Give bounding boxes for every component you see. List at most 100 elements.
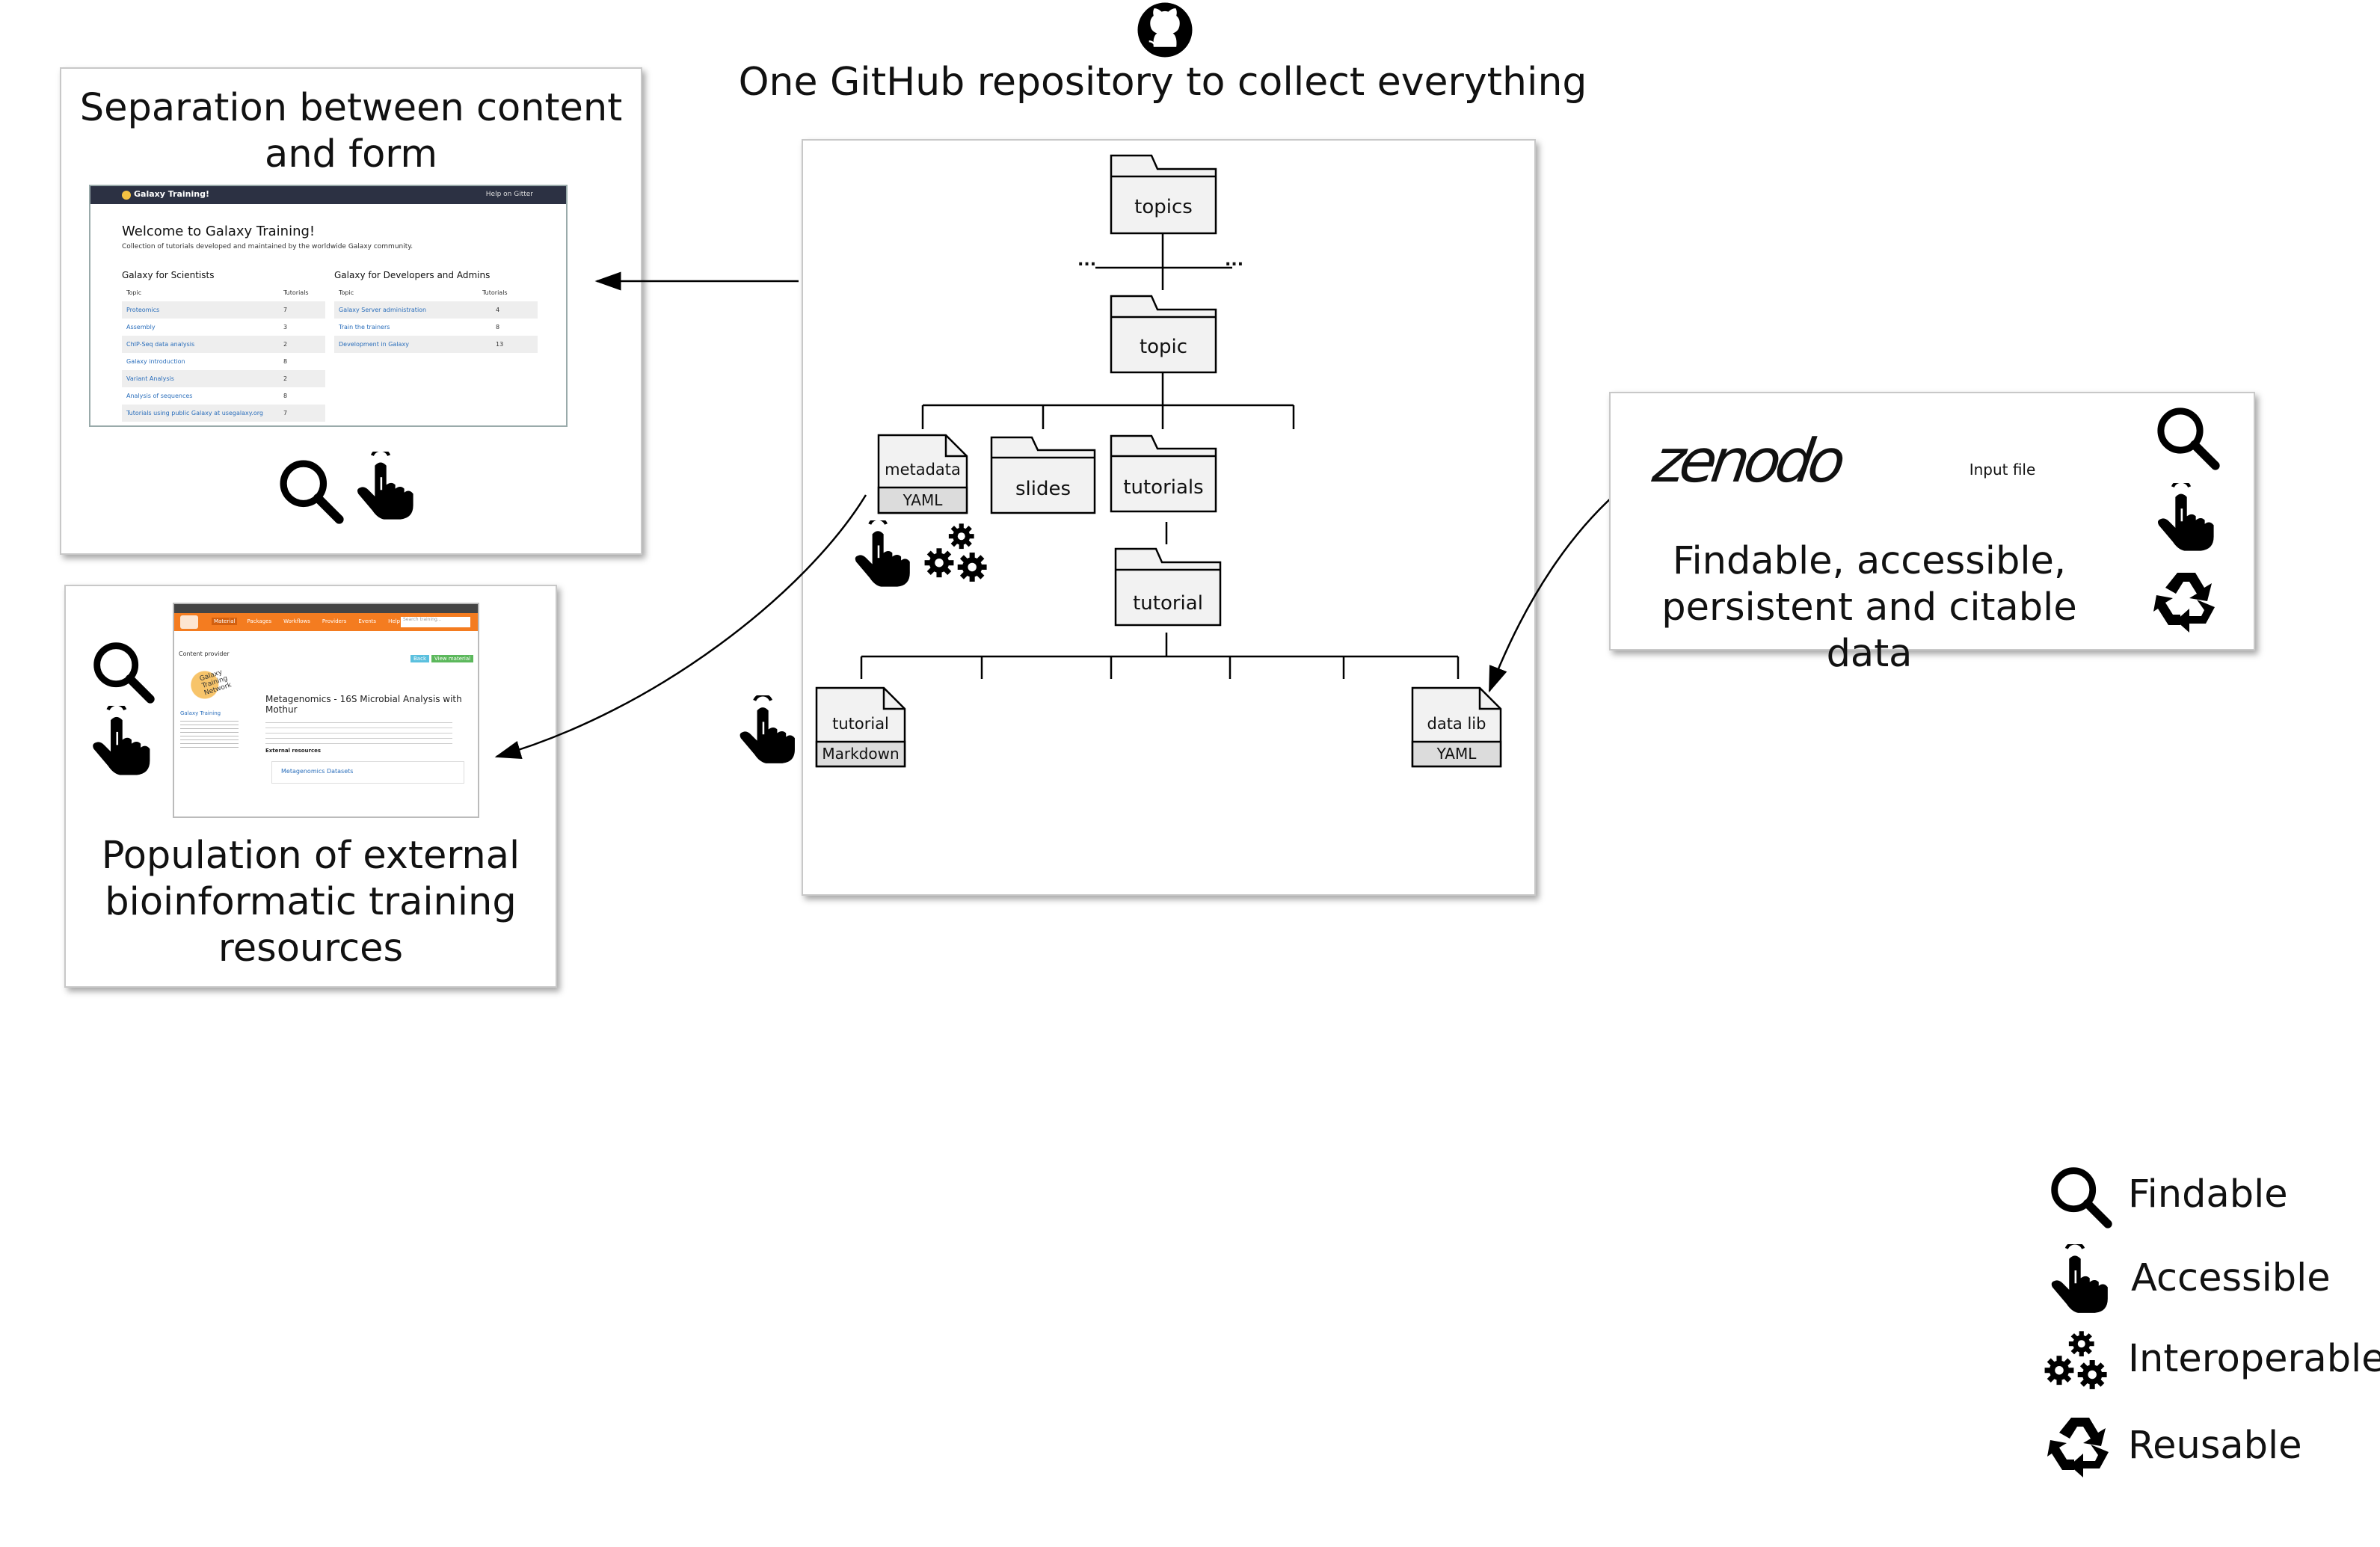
dataset-box: Metagenomics Datasets xyxy=(271,761,464,784)
tess-tab[interactable]: Help xyxy=(388,618,401,624)
arrow-metadata-to-tess xyxy=(494,494,867,760)
magnifier-icon xyxy=(2047,1163,2113,1229)
tutorial-count: 8 xyxy=(283,358,288,365)
view-material-button[interactable]: View material xyxy=(431,655,474,662)
topics-label[interactable]: topics xyxy=(1134,196,1193,218)
topic-link[interactable]: Tutorials using public Galaxy at usegala… xyxy=(126,410,263,416)
galaxy-header: Galaxy Training! Help on Gitter xyxy=(90,186,566,204)
back-button[interactable]: Back xyxy=(410,655,429,662)
pointing-hand-icon xyxy=(2047,1244,2112,1316)
topic-link[interactable]: Galaxy introduction xyxy=(126,358,185,365)
ellipsis-left: ... xyxy=(1077,251,1097,270)
welcome-heading: Welcome to Galaxy Training! xyxy=(122,224,316,239)
zenodo-panel xyxy=(1609,392,2255,651)
topic-link[interactable]: Train the trainers xyxy=(339,324,390,330)
provider-description xyxy=(180,718,239,748)
tess-tab[interactable]: Providers xyxy=(322,618,347,624)
legend-reusable: Reusable xyxy=(2128,1424,2302,1468)
tutorial-count: 7 xyxy=(283,307,288,313)
topic-link[interactable]: Galaxy Server administration xyxy=(339,307,427,313)
zenodo-logo[interactable]: zenodo xyxy=(1649,426,1845,496)
pointing-hand-icon xyxy=(736,695,799,767)
gitter-help-link[interactable]: Help on Gitter xyxy=(485,191,533,198)
legend-accessible: Accessible xyxy=(2131,1256,2331,1300)
tess-logo-icon[interactable] xyxy=(180,615,198,629)
tess-tab[interactable]: Packages xyxy=(247,618,272,624)
tess-tab[interactable]: Workflows xyxy=(283,618,310,624)
table-row: Proteomics 7 xyxy=(122,301,325,319)
tutorial-doc-label[interactable]: tutorial xyxy=(832,715,889,733)
gears-icon xyxy=(2041,1329,2113,1401)
magnifier-icon xyxy=(2153,404,2221,471)
tutorial-count: 4 xyxy=(496,307,500,313)
table-row: Variant Analysis 2 xyxy=(122,370,325,387)
tutorial-count: 8 xyxy=(496,324,500,330)
resource-details xyxy=(265,718,452,745)
metadata-ext-label: YAML xyxy=(903,491,943,509)
legend-interoperable: Interoperable xyxy=(2128,1337,2380,1381)
external-resources-label: External resources xyxy=(265,748,322,754)
pointing-hand-icon xyxy=(2153,483,2218,553)
galaxy-training-network-badge: Galaxy Training Network xyxy=(182,662,247,707)
slides-label[interactable]: slides xyxy=(1015,478,1071,500)
galaxy-brand[interactable]: Galaxy Training! xyxy=(134,189,209,199)
content-provider-label: Content provider xyxy=(179,651,230,657)
metadata-label[interactable]: metadata xyxy=(885,461,961,479)
topic-link[interactable]: Assembly xyxy=(126,324,156,330)
topics-folder-icon xyxy=(1110,154,1217,235)
tutorial-count: 7 xyxy=(283,410,288,416)
gears-icon xyxy=(920,522,994,594)
topic-link[interactable]: Proteomics xyxy=(126,307,160,313)
tutorial-count: 2 xyxy=(283,341,288,348)
tess-tab[interactable]: Material xyxy=(212,618,238,625)
table-row: ChIP-Seq data analysis 2 xyxy=(122,336,325,353)
datalib-ext-label: YAML xyxy=(1436,745,1477,763)
table-row: Train the trainers 8 xyxy=(334,319,538,336)
col1-topic-header: Topic xyxy=(126,289,142,296)
topic-link[interactable]: Development in Galaxy xyxy=(339,341,409,348)
tutorial-folder-icon xyxy=(1114,547,1222,627)
tess-tab[interactable]: Events xyxy=(358,618,377,624)
tess-navbar: Material Packages Workflows Providers Events… xyxy=(174,613,478,631)
table-row: Galaxy introduction 8 xyxy=(122,353,325,370)
scientists-heading: Galaxy for Scientists xyxy=(122,270,215,280)
topic-link[interactable]: Analysis of sequences xyxy=(126,393,193,399)
separation-title: Separation between content and form xyxy=(79,86,623,176)
dataset-link[interactable]: Metagenomics Datasets xyxy=(281,768,354,775)
topic-link[interactable]: Variant Analysis xyxy=(126,375,174,382)
legend-findable: Findable xyxy=(2128,1172,2288,1217)
zenodo-caption: Findable, accessible, persistent and cit… xyxy=(1661,539,2077,676)
provider-name-link[interactable]: Galaxy Training xyxy=(180,710,221,716)
pointing-hand-icon xyxy=(851,520,914,589)
col1-tutorials-header: Tutorials xyxy=(283,289,309,296)
tutorials-label[interactable]: tutorials xyxy=(1123,476,1204,499)
galaxy-logo-icon xyxy=(122,191,131,200)
resource-title: Metagenomics - 16S Microbial Analysis wi… xyxy=(265,694,462,715)
repository-panel xyxy=(802,139,1536,896)
input-file-label[interactable]: Input file xyxy=(1969,461,2036,479)
population-panel: Material Packages Workflows Providers Events… xyxy=(64,585,557,988)
topic-label[interactable]: topic xyxy=(1139,336,1188,358)
tutorial-folder-label[interactable]: tutorial xyxy=(1133,592,1203,615)
tess-topbar xyxy=(174,604,478,613)
tess-screenshot: Material Packages Workflows Providers Events… xyxy=(173,603,479,818)
recycle-icon xyxy=(2147,565,2225,640)
separation-panel: Separation between content and form Gala… xyxy=(60,67,642,555)
topic-folder-icon xyxy=(1110,295,1217,374)
tutorial-doc-ext-label: Markdown xyxy=(822,745,900,763)
welcome-subtext: Collection of tutorials developed and ma… xyxy=(122,243,413,250)
tess-search-input[interactable]: Search training... xyxy=(401,617,470,627)
topic-link[interactable]: ChIP-Seq data analysis xyxy=(126,341,195,348)
datalib-label[interactable]: data lib xyxy=(1427,715,1486,733)
slides-folder-icon xyxy=(990,436,1096,514)
table-row: Tutorials using public Galaxy at usegala… xyxy=(122,405,325,422)
col2-topic-header: Topic xyxy=(339,289,354,296)
tutorial-count: 2 xyxy=(283,375,288,382)
recycle-icon xyxy=(2041,1410,2119,1485)
tutorials-folder-icon xyxy=(1110,434,1217,513)
